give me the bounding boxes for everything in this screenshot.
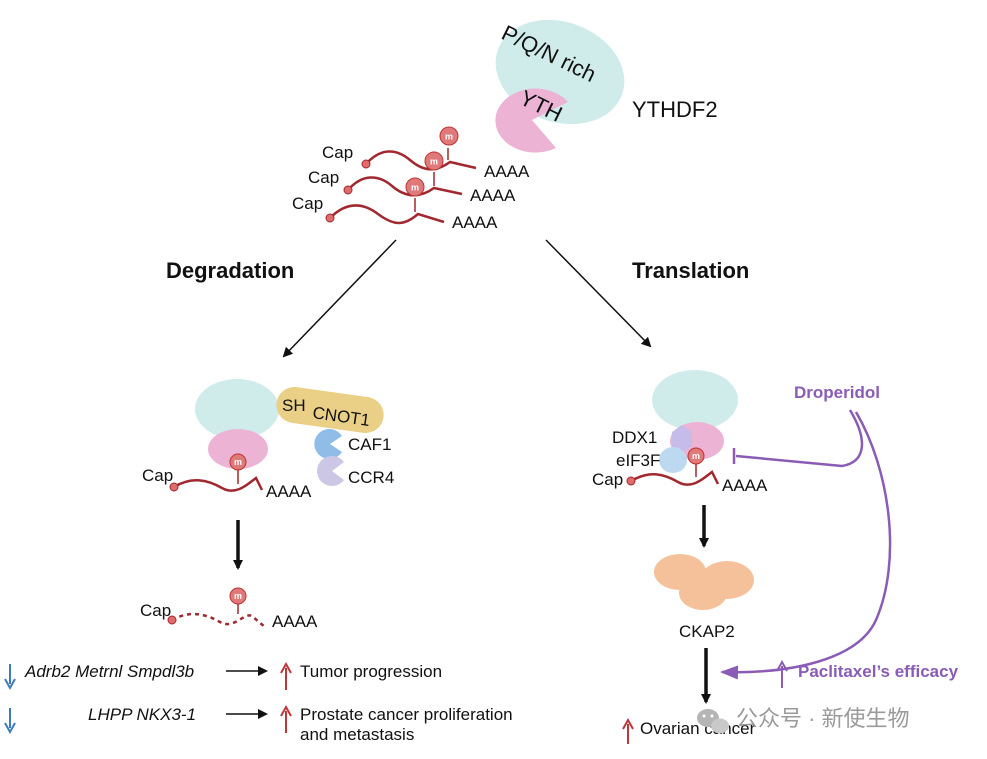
- ccr4-subunit: [317, 456, 344, 487]
- m6a-letter: m: [234, 591, 242, 601]
- ddx1-label: DDX1: [612, 428, 657, 447]
- degradation-target-row: Adrb2 Metrnl Smpdl3b Tumor progression: [4, 661, 442, 691]
- m6a-letter: m: [430, 157, 438, 167]
- droperidol-inhibition-line: [735, 409, 864, 468]
- arrow-to-degradation: [282, 239, 397, 358]
- eif3f-label: eIF3F: [616, 451, 660, 470]
- target-outcome: Tumor progression: [300, 662, 442, 681]
- cap-dot: [626, 476, 636, 486]
- droperidol-label: Droperidol: [794, 383, 880, 402]
- arrow-to-translation: [545, 239, 652, 348]
- target-genes: LHPP NKX3-1: [88, 705, 196, 724]
- cap-label: Cap: [292, 194, 323, 213]
- m6a-letter: m: [234, 457, 242, 467]
- eif3f-subunit: [659, 447, 687, 473]
- polya-label: AAAA: [272, 612, 318, 631]
- yth-domain: [495, 88, 568, 153]
- wechat-logo-icon: [697, 709, 729, 734]
- watermark-text: 公众号 · 新使生物: [736, 706, 910, 731]
- ckap2-protein: [654, 554, 754, 610]
- cap-dot: [361, 159, 371, 169]
- ythdf2-complex: P/Q/N rich YTH YTHDF2: [495, 19, 718, 153]
- target-outcome-line2: and metastasis: [300, 725, 414, 744]
- m6a-mark: [229, 453, 247, 471]
- caf1-subunit: [314, 429, 342, 460]
- m6a-mark: [405, 177, 425, 197]
- cap-label: Cap: [308, 168, 339, 187]
- ythdf2-label: YTHDF2: [632, 97, 718, 122]
- paclitaxel-efficacy-label: Paclitaxel’s efficacy: [798, 662, 959, 681]
- degradation-heading: Degradation: [166, 258, 294, 283]
- degradation-complex: SH CNOT1 CAF1 CCR4 m Cap AAAA: [142, 379, 394, 501]
- cap-label: Cap: [592, 470, 623, 489]
- mrna-stack: m Cap AAAA m Cap AAAA m Cap AAAA: [292, 126, 530, 232]
- m6a-mark: [424, 151, 444, 171]
- polya-label: AAAA: [452, 213, 498, 232]
- sh-label: SH: [282, 396, 306, 415]
- m6a-mark: [687, 447, 705, 465]
- degradation-target-row: LHPP NKX3-1 Prostate cancer proliferatio…: [4, 704, 513, 744]
- cap-label: Cap: [322, 143, 353, 162]
- m6a-mark: [439, 126, 459, 146]
- m6a-letter: m: [445, 132, 453, 142]
- cnot1-subunit: [276, 386, 384, 434]
- pqn-rich-domain: [652, 370, 738, 430]
- target-genes: Adrb2 Metrnl Smpdl3b: [24, 662, 194, 681]
- caf1-label: CAF1: [348, 435, 391, 454]
- ddx1-subunit: [672, 425, 692, 453]
- cap-dot: [167, 615, 177, 625]
- m6a-letter: m: [411, 183, 419, 193]
- ckap2-label: CKAP2: [679, 622, 735, 641]
- polya-label: AAAA: [722, 476, 768, 495]
- m6a-mark: [229, 587, 247, 605]
- degraded-mrna: m Cap AAAA: [140, 587, 318, 631]
- polya-label: AAAA: [484, 162, 530, 181]
- polya-label: AAAA: [266, 482, 312, 501]
- cap-label: Cap: [142, 466, 173, 485]
- ccr4-label: CCR4: [348, 468, 394, 487]
- yth-domain: [208, 429, 268, 469]
- cap-dot: [325, 213, 335, 223]
- pqn-rich-domain: [195, 379, 279, 439]
- cap-dot: [169, 482, 179, 492]
- m6a-letter: m: [692, 451, 700, 461]
- translation-complex: DDX1 eIF3F m Cap AAAA: [592, 370, 768, 495]
- cap-dot: [343, 185, 353, 195]
- translation-heading: Translation: [632, 258, 749, 283]
- cap-label: Cap: [140, 601, 171, 620]
- target-outcome: Prostate cancer proliferation: [300, 705, 513, 724]
- polya-label: AAAA: [470, 186, 516, 205]
- droperidol-efficacy-arrow: [720, 411, 892, 680]
- watermark: 公众号 · 新使生物: [697, 706, 910, 734]
